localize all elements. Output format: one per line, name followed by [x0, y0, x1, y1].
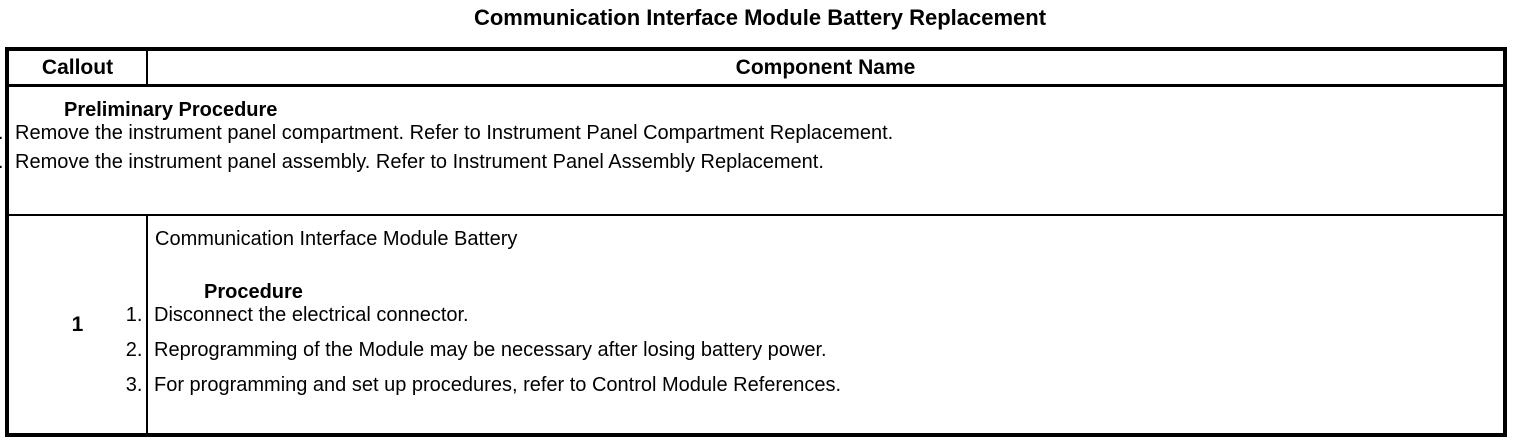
- component-cell: Communication Interface Module Battery P…: [148, 216, 1503, 433]
- column-header-component-name: Component Name: [735, 55, 916, 79]
- list-item: Reprogramming of the Module may be neces…: [148, 338, 1503, 362]
- preliminary-procedure-heading: Preliminary Procedure: [64, 99, 278, 121]
- callout-number-cell: 1: [9, 216, 148, 433]
- list-item: For programming and set up procedures, r…: [148, 373, 1503, 397]
- column-header-callout: Callout: [9, 51, 148, 84]
- page-title: Communication Interface Module Battery R…: [473, 5, 1047, 30]
- table-row: 1 Communication Interface Module Battery…: [9, 216, 1503, 433]
- procedure-step-list: Disconnect the electrical connector. Rep…: [148, 303, 1503, 397]
- list-item: Remove the instrument panel compartment.…: [9, 121, 1503, 145]
- table-header-row: Callout Component Name: [9, 51, 1503, 87]
- procedure-table: Callout Component Name Preliminary Proce…: [5, 47, 1507, 437]
- preliminary-procedure-row: Preliminary Procedure Remove the instrum…: [9, 87, 1503, 216]
- preliminary-step-list: Remove the instrument panel compartment.…: [9, 121, 1503, 174]
- list-item: Remove the instrument panel assembly. Re…: [9, 150, 1503, 174]
- component-name-text: Communication Interface Module Battery: [155, 228, 518, 250]
- list-item: Disconnect the electrical connector.: [148, 303, 1503, 327]
- procedure-heading: Procedure: [204, 281, 303, 303]
